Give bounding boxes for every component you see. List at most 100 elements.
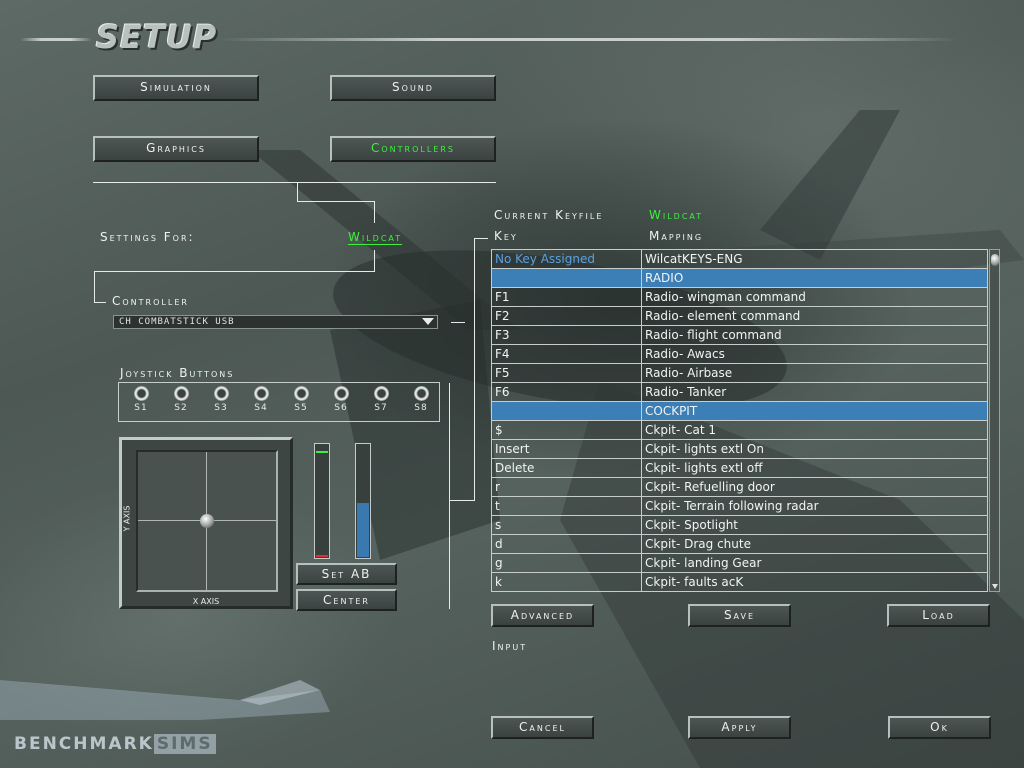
button-indicator-icon <box>133 386 149 401</box>
key-cell[interactable]: g <box>492 553 642 573</box>
mapping-cell[interactable]: Radio- Tanker <box>641 382 987 402</box>
connector-line <box>474 238 488 239</box>
connector-line <box>297 201 375 202</box>
mapping-cell[interactable]: RADIO <box>641 268 987 288</box>
key-cell[interactable] <box>492 401 642 421</box>
joystick-button-indicator: S5 <box>282 386 320 413</box>
scroll-down-arrow-icon[interactable] <box>992 584 998 589</box>
controller-dropdown[interactable]: CH COMBATSTICK USB <box>113 315 438 329</box>
mapping-cell[interactable]: Ckpit- Cat 1 <box>641 420 987 440</box>
key-cell[interactable]: No Key Assigned <box>492 250 642 269</box>
apply-button[interactable]: Apply <box>688 716 791 739</box>
key-cell[interactable]: s <box>492 515 642 535</box>
key-column-header: Key <box>494 229 518 243</box>
mapping-cell[interactable]: Radio- wingman command <box>641 287 987 307</box>
header-rule-right <box>218 38 958 41</box>
key-cell[interactable]: k <box>492 572 642 591</box>
connector-line <box>374 201 375 223</box>
button-label: S3 <box>214 403 228 413</box>
table-scrollbar[interactable] <box>989 249 1000 592</box>
key-cell[interactable]: $ <box>492 420 642 440</box>
mapping-cell[interactable]: Radio- Awacs <box>641 344 987 364</box>
table-row[interactable]: $Ckpit- Cat 1 <box>492 420 987 440</box>
key-cell[interactable]: F3 <box>492 325 642 345</box>
key-cell[interactable]: F1 <box>492 287 642 307</box>
sound-tab-button[interactable]: Sound <box>330 75 496 101</box>
save-button[interactable]: Save <box>688 604 791 627</box>
key-cell[interactable]: Insert <box>492 439 642 459</box>
key-cell[interactable]: r <box>492 477 642 497</box>
connector-line <box>297 182 298 202</box>
connector-line <box>449 500 475 501</box>
key-cell[interactable]: F6 <box>492 382 642 402</box>
connector-line <box>451 322 465 323</box>
mapping-cell[interactable]: Ckpit- Spotlight <box>641 515 987 535</box>
mapping-cell[interactable]: COCKPIT <box>641 401 987 421</box>
mapping-cell[interactable]: Radio- Airbase <box>641 363 987 383</box>
throttle-bar-left <box>314 443 330 559</box>
button-label: S5 <box>294 403 308 413</box>
chevron-down-icon[interactable] <box>422 318 434 325</box>
connector-line <box>374 250 375 272</box>
mapping-cell[interactable]: Ckpit- Terrain following radar <box>641 496 987 516</box>
mapping-cell[interactable]: Radio- element command <box>641 306 987 326</box>
mapping-cell[interactable]: Ckpit- lights extl On <box>641 439 987 459</box>
settings-for-value[interactable]: Wildcat <box>348 230 403 245</box>
scrollbar-thumb[interactable] <box>991 254 999 266</box>
mapping-cell[interactable]: Ckpit- Refuelling door <box>641 477 987 497</box>
mapping-cell[interactable]: Ckpit- Drag chute <box>641 534 987 554</box>
controllers-tab-button[interactable]: Controllers <box>330 136 496 162</box>
key-cell[interactable]: d <box>492 534 642 554</box>
mapping-cell[interactable]: WilcatKEYS-ENG <box>641 250 987 269</box>
advanced-button[interactable]: Advanced <box>491 604 594 627</box>
load-button[interactable]: Load <box>887 604 990 627</box>
joystick-button-indicator: S3 <box>202 386 240 413</box>
key-cell[interactable]: F5 <box>492 363 642 383</box>
mapping-cell[interactable]: Ckpit- landing Gear <box>641 553 987 573</box>
center-button[interactable]: Center <box>296 589 397 611</box>
table-section-row[interactable]: COCKPIT <box>492 401 987 421</box>
key-cell[interactable]: Delete <box>492 458 642 478</box>
joystick-button-indicator: S1 <box>122 386 160 413</box>
key-cell[interactable] <box>492 268 642 288</box>
current-keyfile-value: Wildcat <box>649 208 704 222</box>
cancel-button[interactable]: Cancel <box>491 716 594 739</box>
mapping-cell[interactable]: Ckpit- faults acK <box>641 572 987 591</box>
button-indicator-icon <box>333 386 349 401</box>
table-section-row[interactable]: RADIO <box>492 268 987 288</box>
throttle-marker-top <box>316 451 328 453</box>
connector-line <box>94 271 95 303</box>
divider-line <box>93 182 496 183</box>
key-cell[interactable]: F4 <box>492 344 642 364</box>
throttle-fill <box>357 503 369 557</box>
key-cell[interactable]: t <box>492 496 642 516</box>
mapping-cell[interactable]: Ckpit- lights extl off <box>641 458 987 478</box>
mapping-cell[interactable]: Radio- flight command <box>641 325 987 345</box>
joystick-button-indicator: S8 <box>402 386 440 413</box>
throttle-bar-right <box>355 443 371 559</box>
key-cell[interactable]: F2 <box>492 306 642 326</box>
button-label: S1 <box>134 403 148 413</box>
ok-button[interactable]: Ok <box>888 716 991 739</box>
graphics-tab-button[interactable]: Graphics <box>93 136 259 162</box>
joystick-buttons-label: Joystick Buttons <box>120 366 235 380</box>
set-ab-button[interactable]: Set AB <box>296 563 397 585</box>
simulation-tab-button[interactable]: Simulation <box>93 75 259 101</box>
